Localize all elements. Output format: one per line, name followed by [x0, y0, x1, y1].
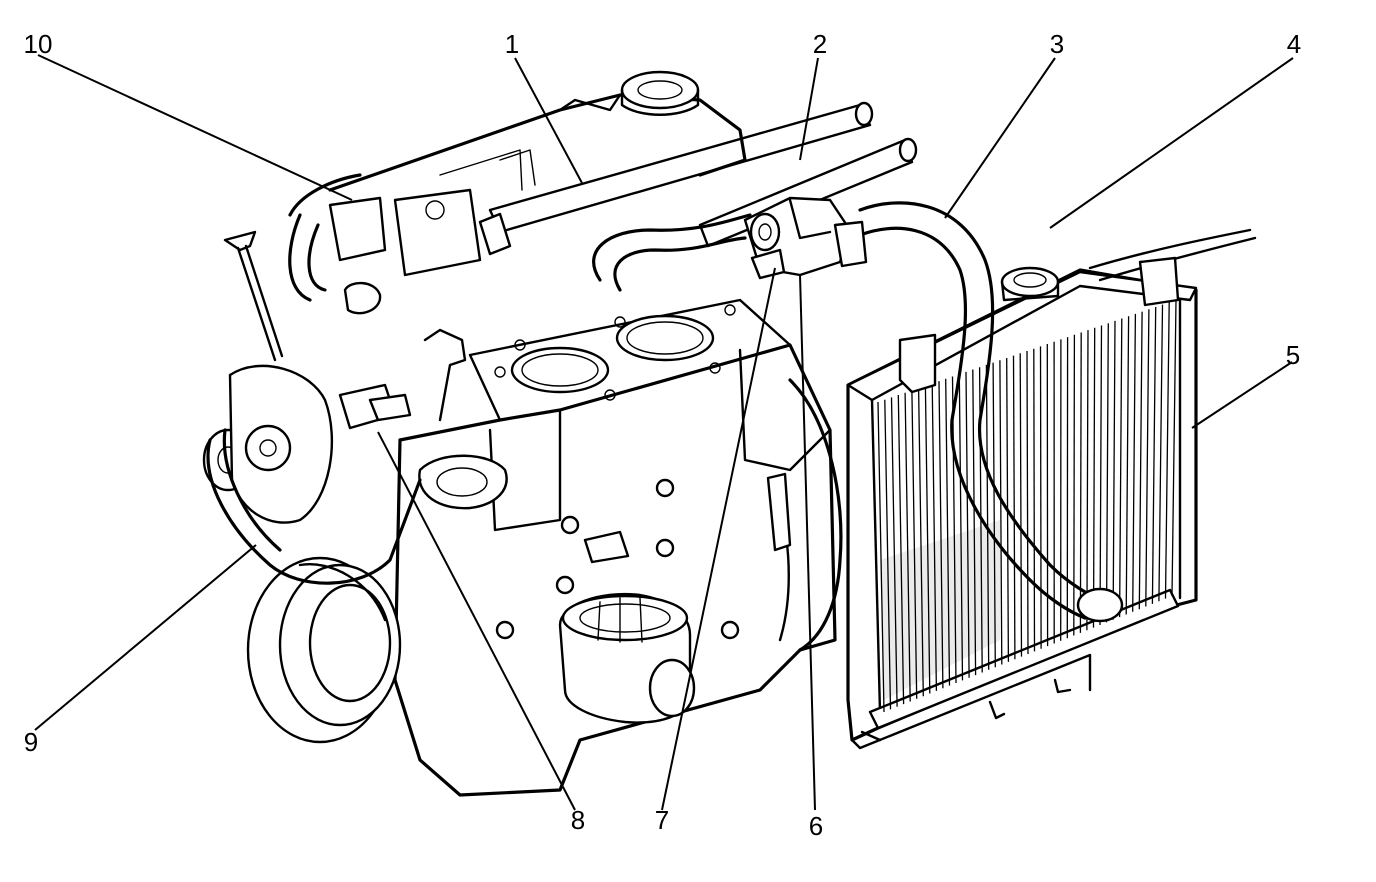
radiator-fin: [1145, 309, 1150, 607]
radiator-fin: [1073, 334, 1076, 636]
oil-filter: [558, 592, 696, 724]
radiator-fin: [1138, 311, 1143, 610]
engine: [288, 70, 843, 797]
radiator-fin: [972, 369, 977, 676]
radiator-fin: [992, 362, 996, 668]
radiator-fin: [1125, 316, 1130, 615]
crankshaft-pulley: [246, 556, 402, 744]
radiator-fin: [931, 383, 938, 691]
radiator-fin: [1171, 299, 1177, 597]
radiator-fin: [999, 360, 1003, 665]
callout-9: 9: [23, 727, 39, 757]
radiator-fin: [1033, 348, 1036, 652]
radiator-fin: [945, 378, 951, 686]
radiator-fin: [1039, 346, 1042, 649]
radiator-fin: [1092, 327, 1096, 628]
radiator-fin: [1079, 332, 1082, 633]
radiator-fin: [1026, 350, 1029, 655]
dipstick: [223, 230, 284, 362]
callout-1: 1: [504, 29, 520, 59]
oil-filler-cap: [620, 70, 700, 110]
radiator-fin: [1086, 330, 1089, 631]
alternator-pulley: [202, 364, 422, 585]
callout-4: 4: [1286, 29, 1302, 59]
radiator-fin: [1158, 304, 1164, 602]
callout-8: 8: [570, 805, 586, 835]
radiator-fin: [958, 374, 964, 681]
radiator-fin: [890, 397, 898, 707]
radiator-fin: [1151, 306, 1157, 604]
radiator-fin: [938, 381, 944, 689]
radiator-fin: [1019, 353, 1023, 657]
callout-10: 10: [23, 29, 53, 59]
radiator-fin: [965, 371, 970, 678]
radiator-fin: [1012, 355, 1016, 660]
radiator-fin: [904, 392, 911, 702]
radiator-fin: [897, 394, 905, 705]
radiator-fin: [917, 388, 924, 697]
coolant-hoses-left: [288, 188, 482, 430]
radiator-fin: [1164, 302, 1170, 599]
radiator-fin: [884, 399, 892, 710]
callout-6: 6: [808, 811, 824, 841]
radiator-fin: [1132, 313, 1137, 612]
callout-5: 5: [1285, 340, 1301, 370]
radiator-fin: [877, 401, 885, 713]
radiator-fin: [1105, 323, 1109, 623]
radiator-fin: [1112, 320, 1116, 620]
radiator-fin: [1118, 318, 1123, 618]
radiator: [846, 228, 1257, 750]
radiator-cap: [1000, 266, 1060, 298]
thermostat-housing: [592, 196, 868, 292]
callout-7: 7: [654, 805, 670, 835]
callout-2: 2: [812, 29, 828, 59]
radiator-fin: [1099, 325, 1103, 626]
callout-3: 3: [1049, 29, 1065, 59]
leader-lines: [34, 54, 1294, 811]
radiator-fin: [911, 390, 918, 699]
radiator-fin: [985, 364, 990, 670]
radiator-fin: [924, 385, 931, 694]
